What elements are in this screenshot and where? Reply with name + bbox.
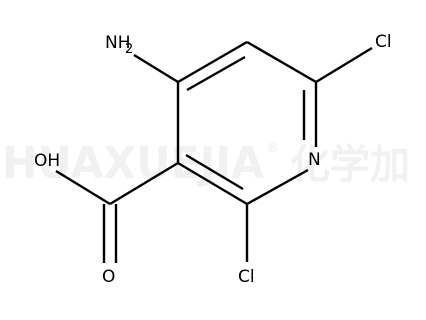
bond-c4-nh2 (133, 53, 179, 84)
bond-c4-c5 (177, 40, 248, 84)
chlorine-bottom-label: Cl (238, 267, 255, 287)
amine-label: NH (105, 33, 131, 53)
bond-c2-c3-inner (185, 153, 244, 191)
hydroxyl-label: OH (34, 151, 60, 171)
amine-subscript-label: 2 (125, 42, 133, 57)
carbonyl-oxygen-label: O (102, 267, 115, 287)
chlorine-right-label: Cl (375, 32, 392, 52)
bond-c3-carboxyl (109, 161, 179, 206)
bond-c5-c6 (246, 40, 317, 84)
bond-n1-c2 (246, 168, 309, 206)
watermark: HUAXUEJIA ® 化学加 (2, 138, 410, 189)
watermark-latin-text: HUAXUEJIA (2, 138, 264, 189)
watermark-registered-mark: ® (266, 141, 279, 156)
watermark-chinese-text: 化学加 (290, 142, 410, 188)
atom-labels: NH 2 Cl N OH O Cl (34, 32, 392, 287)
bond-c2-c3 (177, 161, 248, 206)
bond-c6-cl (315, 46, 373, 84)
bond-c4-c5-inner (186, 55, 246, 92)
bonds (55, 40, 373, 263)
ring-nitrogen-label: N (308, 150, 321, 170)
bond-carboxyl-oh (55, 169, 111, 206)
